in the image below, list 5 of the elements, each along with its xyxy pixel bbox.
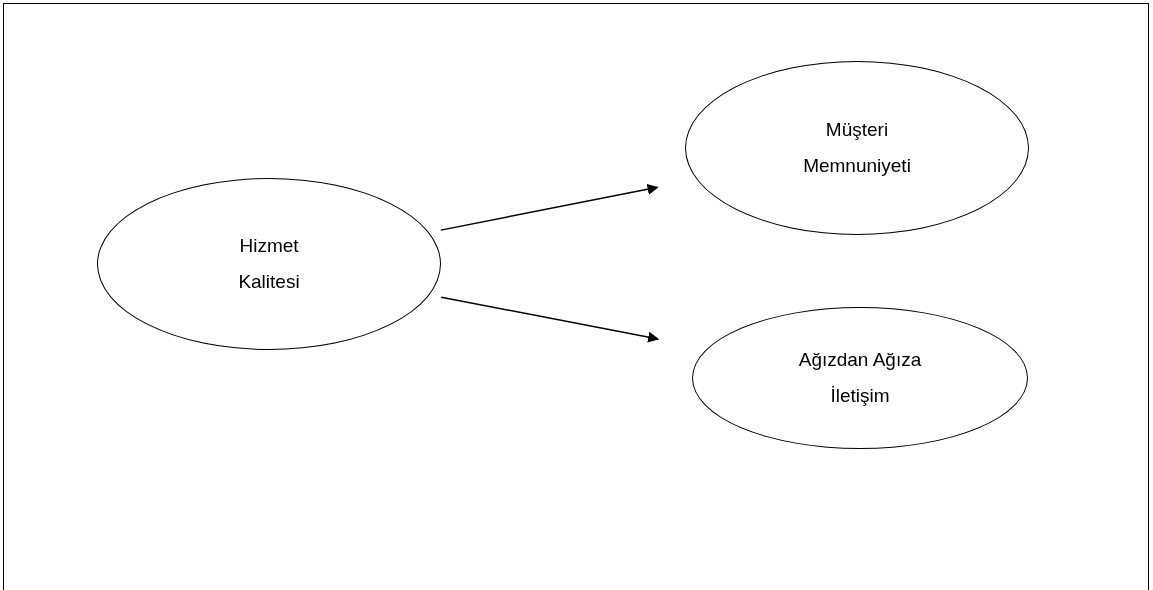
arrow xyxy=(440,296,660,343)
node-label: Ağızdan Ağıza İletişim xyxy=(797,348,923,408)
node-label: Müşteri Memnuniyeti xyxy=(802,118,912,178)
arrow xyxy=(440,183,659,231)
node-label: Hizmet Kalitesi xyxy=(237,234,301,294)
